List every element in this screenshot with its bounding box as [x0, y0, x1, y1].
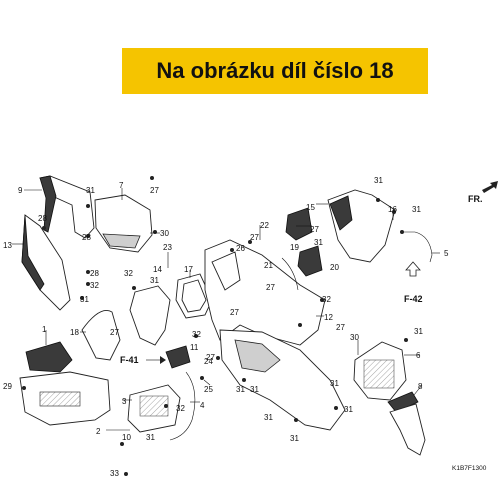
callout-31h: 31 — [414, 327, 423, 336]
callout-31j: 31 — [250, 385, 259, 394]
part-13-left-side-cover — [21, 214, 71, 311]
part-7-headlight-cover — [94, 194, 153, 253]
part-18-lower-cover — [81, 310, 121, 361]
direction-label: FR. — [468, 194, 483, 204]
part-20-inner-cover — [297, 245, 323, 277]
callout-26: 26 — [236, 244, 245, 253]
callout-31k: 31 — [264, 413, 273, 422]
part-6-right-lower-panel — [353, 341, 407, 401]
central-inner-panel — [204, 239, 346, 431]
callout-31g: 31 — [412, 205, 421, 214]
callout-32b: 32 — [124, 269, 133, 278]
callout-8: 8 — [418, 382, 423, 391]
callout-28b: 28 — [82, 233, 91, 242]
callout-14: 14 — [153, 265, 162, 274]
callout-29: 29 — [3, 382, 12, 391]
part-14-inner-panel — [129, 285, 171, 346]
banner-text: Na obrázku díl číslo 18 — [156, 58, 394, 83]
callout-23: 23 — [163, 243, 172, 252]
leader-lines — [12, 188, 440, 431]
front-direction-arrow: FR. — [468, 181, 498, 204]
callout-22: 22 — [260, 221, 269, 230]
part-1-left-lower-panel — [19, 341, 111, 426]
callout-numbers: 9 13 31 28 28 28 32 31 7 27 30 1 18 27 2… — [3, 176, 449, 478]
part-4-cable — [169, 371, 196, 441]
part-8-right-fairing — [387, 391, 426, 456]
part-3-storage-box — [127, 384, 181, 433]
callout-30b: 30 — [350, 333, 359, 342]
callout-19: 19 — [290, 243, 299, 252]
callout-31b: 31 — [80, 295, 89, 304]
callout-12: 12 — [324, 313, 333, 322]
callout-5: 5 — [444, 249, 449, 258]
callout-27d: 27 — [250, 233, 259, 242]
part-22-bracket — [285, 207, 313, 241]
part-17-rubber-frame — [175, 273, 213, 319]
part-5-cable — [400, 231, 433, 263]
callout-7: 7 — [119, 181, 124, 190]
callout-4: 4 — [200, 401, 205, 410]
callout-31n: 31 — [344, 405, 353, 414]
callout-31e: 31 — [314, 238, 323, 247]
part-21-lever — [281, 257, 299, 291]
callout-1: 1 — [42, 325, 47, 334]
callout-6: 6 — [416, 351, 421, 360]
callout-31d: 31 — [146, 433, 155, 442]
callout-11: 11 — [190, 343, 199, 352]
callout-31m: 31 — [330, 379, 339, 388]
callout-27g: 27 — [310, 225, 319, 234]
callout-32c: 32 — [192, 330, 201, 339]
callout-31l: 31 — [290, 434, 299, 443]
reference-labels: F-41 F-42 — [120, 261, 423, 365]
callout-27f: 27 — [266, 283, 275, 292]
callout-27e: 27 — [230, 308, 239, 317]
callout-31a: 31 — [86, 186, 95, 195]
callout-3: 3 — [122, 397, 127, 406]
callout-28a: 28 — [38, 214, 47, 223]
ref-f42: F-42 — [404, 294, 423, 304]
callout-32e: 32 — [322, 295, 331, 304]
callout-28c: 28 — [90, 269, 99, 278]
callout-9: 9 — [18, 186, 23, 195]
callout-15: 15 — [306, 203, 315, 212]
callout-21: 21 — [264, 261, 273, 270]
callout-27c: 27 — [206, 353, 215, 362]
callout-33: 33 — [110, 469, 119, 478]
callout-27h: 27 — [336, 323, 345, 332]
callout-31c: 31 — [150, 276, 159, 285]
part-number-banner: Na obrázku díl číslo 18 — [122, 48, 428, 94]
callout-16: 16 — [388, 205, 397, 214]
callout-31i: 31 — [236, 385, 245, 394]
callout-13: 13 — [3, 241, 12, 250]
callout-2: 2 — [96, 427, 101, 436]
part-11-bracket — [165, 345, 191, 369]
callout-10: 10 — [122, 433, 131, 442]
callout-27b: 27 — [110, 328, 119, 337]
part-15-cover — [327, 189, 396, 263]
callout-30: 30 — [160, 229, 169, 238]
part-9-upper-frame-cover — [39, 175, 95, 239]
callout-25: 25 — [204, 385, 213, 394]
callout-20: 20 — [330, 263, 339, 272]
callout-32d: 32 — [176, 404, 185, 413]
callout-24: 24 — [204, 357, 213, 366]
callout-32a: 32 — [90, 281, 99, 290]
ref-f41: F-41 — [120, 355, 139, 365]
callout-18: 18 — [70, 328, 79, 337]
diagram-code: K1B7F1300 — [452, 465, 487, 472]
callout-31f: 31 — [374, 176, 383, 185]
callout-27a: 27 — [150, 186, 159, 195]
callout-17: 17 — [184, 265, 193, 274]
